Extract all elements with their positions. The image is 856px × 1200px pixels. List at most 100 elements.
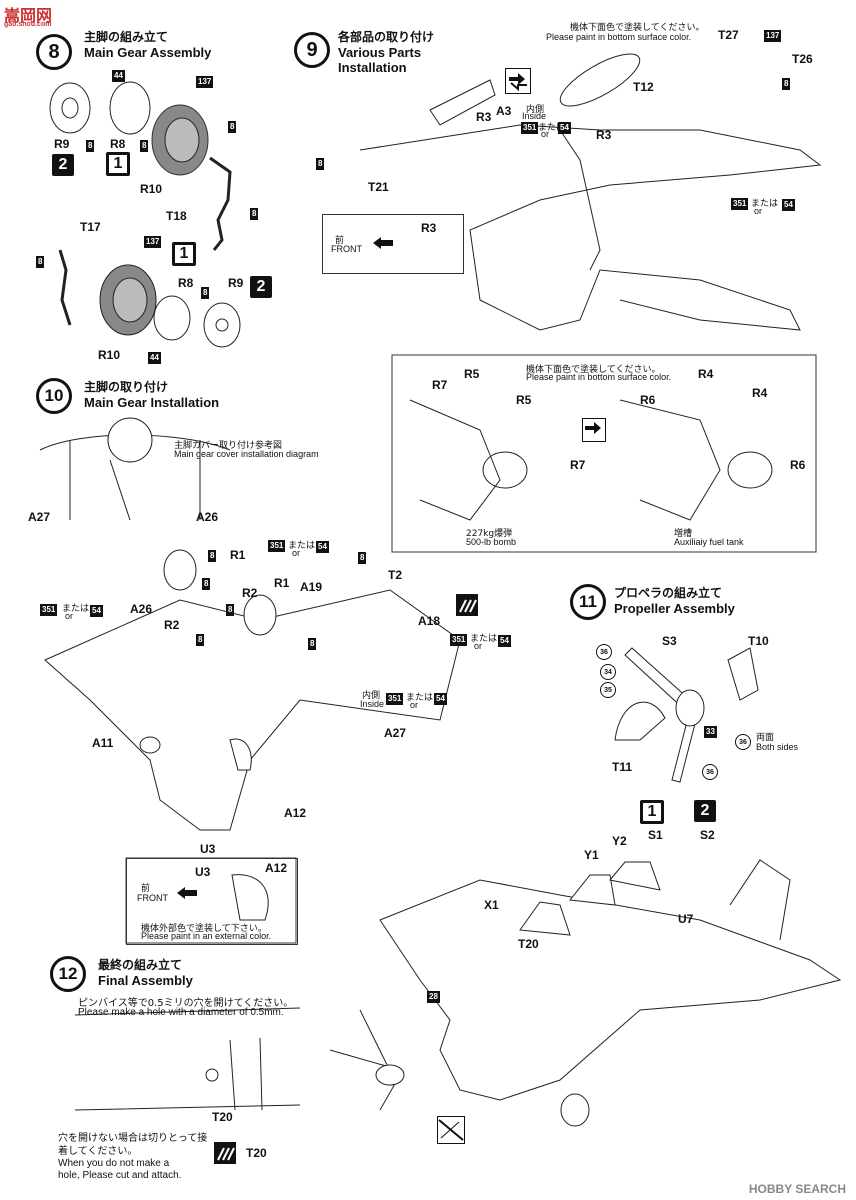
part-R8: R8 <box>178 276 194 290</box>
paint-34: 34 <box>600 664 616 680</box>
step-8-title-jp: 主脚の組み立て <box>84 30 169 44</box>
ext-paint-note-jp: 機体外部色で塗装して下さい。 <box>141 924 267 934</box>
part-T26: T26 <box>792 52 813 66</box>
part-S1: S1 <box>648 828 663 842</box>
part-R2: R2 <box>164 618 180 632</box>
cement-tube-icon <box>456 594 478 616</box>
step-10-title: 主脚の取り付け Main Gear Installation <box>84 378 219 410</box>
part-U3: U3 <box>200 842 216 856</box>
bomb-label-jp: 227kg爆弾 <box>466 529 513 539</box>
part-S3: S3 <box>662 634 677 648</box>
paint-8: 8 <box>226 604 235 616</box>
option-1-badge: 1 <box>640 800 664 824</box>
inside-note-jp: 内側 <box>526 105 545 115</box>
paint-8: 8 <box>202 578 211 590</box>
paint-54: 54 <box>782 199 795 211</box>
part-R6: R6 <box>790 458 806 472</box>
paint-36: 36 <box>596 644 612 660</box>
part-A27: A27 <box>28 510 51 524</box>
paint-137: 137 <box>764 30 782 42</box>
step-8-title: 主脚の組み立て Main Gear Assembly <box>84 28 211 60</box>
part-R1: R1 <box>230 548 246 562</box>
paint-351: 351 <box>731 198 749 210</box>
hole-note-en: Please make a hole with a diameter of 0.… <box>78 1007 284 1018</box>
part-R5: R5 <box>516 393 532 407</box>
part-R7: R7 <box>432 378 448 392</box>
or-note-en: or <box>410 700 419 710</box>
option-2-badge: 2 <box>694 800 716 822</box>
part-R9: R9 <box>54 137 70 151</box>
step-9-title: 各部品の取り付け Various Parts Installation <box>338 28 448 75</box>
option-2-badge: 2 <box>52 154 74 176</box>
cover-diagram-jp: 主脚カバー取り付け参考図 <box>174 441 283 451</box>
cement-tube-icon <box>214 1142 236 1164</box>
bottom-paint-note-jp: 機体下面色で塗装してください。 <box>570 23 705 33</box>
watermark-site: HOBBY SEARCH <box>748 1182 846 1196</box>
tank-label-en: Auxiliaiy fuel tank <box>674 537 744 547</box>
step-8-title-en: Main Gear Assembly <box>84 45 212 60</box>
part-R4: R4 <box>752 386 768 400</box>
paint-8: 8 <box>140 140 149 152</box>
part-R10: R10 <box>140 182 163 196</box>
paint-35: 35 <box>600 682 616 698</box>
option-1-badge: 1 <box>106 152 130 176</box>
paint-54: 54 <box>316 541 329 553</box>
part-R3: R3 <box>421 221 437 235</box>
part-R8: R8 <box>110 137 126 151</box>
paint-8: 8 <box>196 634 205 646</box>
step-12-title-en: Final Assembly <box>98 973 193 988</box>
paint-8: 8 <box>36 256 45 268</box>
hole-note-jp: ピンバイス等で0.5ミリの穴を開けてください。 <box>78 998 294 1009</box>
part-A26: A26 <box>196 510 219 524</box>
or-note-en: or <box>292 548 301 558</box>
arrow-left-icon <box>177 887 197 899</box>
bottom-paint-note-jp: 機体下面色で塗装してください。 <box>526 365 661 375</box>
part-A19: A19 <box>300 580 323 594</box>
paint-54: 54 <box>558 122 571 134</box>
part-R5: R5 <box>464 367 480 381</box>
bottom-paint-note-en: Please paint in bottom surface color. <box>546 32 692 42</box>
part-X1: X1 <box>484 898 499 912</box>
step-9-title-jp: 各部品の取り付け <box>338 30 435 44</box>
part-R3: R3 <box>596 128 612 142</box>
step-10-title-jp: 主脚の取り付け <box>84 380 169 394</box>
paint-351: 351 <box>450 634 468 646</box>
option-2-badge: 2 <box>250 276 272 298</box>
part-T18: T18 <box>166 209 187 223</box>
no-hole-note-jp: 穴を開けない場合は切りとって接着してください。 <box>58 1133 208 1157</box>
or-note-jp: または <box>406 693 434 703</box>
paint-8: 8 <box>782 78 791 90</box>
inside-note-en: Inside <box>360 699 385 709</box>
option-1-badge: 1 <box>172 242 196 266</box>
transfer-arrows-icon <box>505 68 531 94</box>
paint-8: 8 <box>308 638 317 650</box>
step-12-title: 最終の組み立て Final Assembly <box>98 956 193 988</box>
paint-8: 8 <box>316 158 325 170</box>
part-R1: R1 <box>274 576 290 590</box>
paint-137: 137 <box>196 76 214 88</box>
no-hole-note-en-1: When you do not make a <box>58 1158 170 1169</box>
front-label-jp: 前 <box>335 236 345 246</box>
step-12-number: 12 <box>50 956 86 992</box>
no-hole-note-en-2: hole, Please cut and attach. <box>58 1170 182 1181</box>
step-11-title-en: Propeller Assembly <box>614 601 735 616</box>
or-note-jp: または <box>751 199 779 209</box>
or-note-jp: または <box>288 541 316 551</box>
watermark-logo: 嵩岡网 gao.shou.com <box>0 0 70 32</box>
inside-note-en: Inside <box>522 111 547 121</box>
or-note-jp: または <box>538 123 566 133</box>
front-label-jp: 前 <box>141 884 151 894</box>
part-T11: T11 <box>612 760 633 774</box>
part-A12: A12 <box>265 861 288 875</box>
paint-8: 8 <box>228 121 237 133</box>
paint-8: 8 <box>250 208 259 220</box>
cut-off-icon <box>437 1116 465 1144</box>
part-T2: T2 <box>388 568 403 582</box>
paint-351: 351 <box>268 540 286 552</box>
both-sides-jp: 両面 <box>756 733 775 743</box>
part-R7: R7 <box>570 458 586 472</box>
part-T17: T17 <box>80 220 101 234</box>
part-T20: T20 <box>518 937 539 951</box>
paint-36: 36 <box>735 734 751 750</box>
